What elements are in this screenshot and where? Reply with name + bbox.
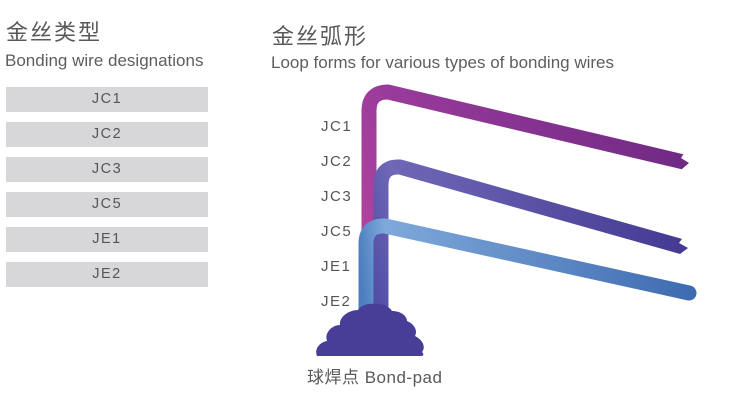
wire-label-jc1: JC1	[321, 118, 353, 135]
bond-pad-caption: 球焊点 Bond-pad	[307, 368, 443, 387]
wire-label-jc5: JC5	[321, 223, 353, 240]
wire-loop-top	[361, 84, 694, 322]
wire-top-torn-end	[681, 145, 704, 180]
wire-label-je2: JE2	[321, 293, 352, 310]
wire-label-jc3: JC3	[321, 188, 353, 205]
right-title-en: Loop forms for various types of bonding …	[271, 53, 615, 72]
left-title-en: Bonding wire designations	[5, 51, 204, 70]
wire-designation-row: JC2	[6, 122, 208, 147]
wire-label-je1: JE1	[321, 258, 352, 275]
right-title-cjk: 金丝弧形	[272, 24, 369, 49]
wire-label-jc2: JC2	[321, 153, 353, 170]
left-title-cjk: 金丝类型	[6, 20, 103, 45]
wire-designation-row: JC1	[6, 87, 208, 112]
wire-designation-row: JE1	[6, 227, 208, 252]
wire-middle-torn-end	[679, 230, 704, 265]
wire-designation-row: JE2	[6, 262, 208, 287]
wire-designation-row: JC5	[6, 192, 208, 217]
bond-pad-shape	[316, 303, 424, 356]
wire-designation-list: JC1 JC2 JC3 JC5 JE1 JE2	[6, 87, 208, 287]
wire-loop-middle	[373, 159, 693, 322]
wire-loop-bottom	[358, 218, 697, 338]
wire-designation-row: JC3	[6, 157, 208, 182]
